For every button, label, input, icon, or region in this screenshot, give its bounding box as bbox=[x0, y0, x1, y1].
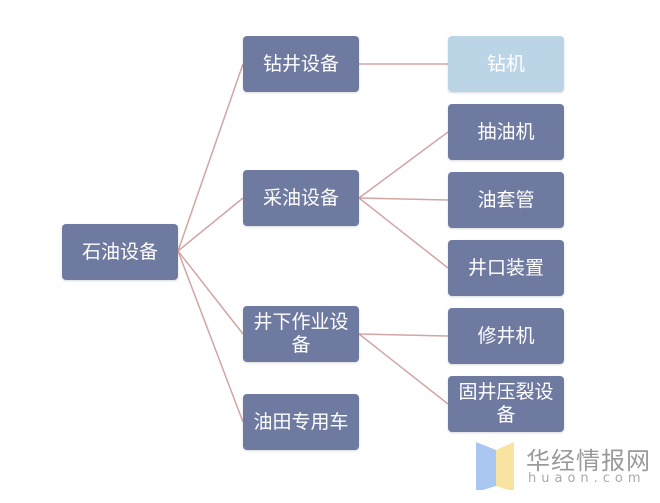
node-label: 石油设备 bbox=[81, 240, 158, 263]
node-label: 井下作业设备 bbox=[253, 311, 349, 356]
connector bbox=[177, 250, 244, 335]
node-wellhead: 井口装置 bbox=[448, 240, 564, 296]
connector bbox=[177, 197, 244, 252]
node-label: 采油设备 bbox=[262, 186, 339, 209]
connector bbox=[358, 197, 449, 269]
node-label: 油田专用车 bbox=[253, 410, 349, 433]
connector bbox=[358, 333, 449, 337]
connector bbox=[358, 197, 449, 201]
node-production: 采油设备 bbox=[243, 170, 359, 226]
node-label: 钻机 bbox=[486, 52, 525, 75]
node-workover-rig: 修井机 bbox=[448, 308, 564, 364]
node-drill-rig: 钻机 bbox=[448, 36, 564, 92]
node-drilling: 钻井设备 bbox=[243, 36, 359, 92]
node-label: 井口装置 bbox=[467, 256, 544, 279]
node-root: 石油设备 bbox=[62, 224, 178, 280]
node-label: 钻井设备 bbox=[262, 52, 339, 75]
node-label: 抽油机 bbox=[477, 120, 535, 143]
node-special-vehicle: 油田专用车 bbox=[243, 394, 359, 450]
node-label: 油套管 bbox=[477, 188, 535, 211]
node-tubing-casing: 油套管 bbox=[448, 172, 564, 228]
watermark-url: huaon.com bbox=[528, 471, 646, 486]
connector bbox=[358, 131, 449, 199]
node-label: 固井压裂设备 bbox=[458, 381, 554, 426]
connector bbox=[177, 250, 244, 423]
watermark-logo-icon bbox=[476, 442, 514, 490]
watermark-name: 华经情报网 bbox=[526, 447, 651, 475]
connector bbox=[358, 333, 449, 405]
node-cementing-fracturing: 固井压裂设备 bbox=[448, 376, 564, 432]
connector bbox=[177, 63, 244, 252]
node-downhole: 井下作业设备 bbox=[243, 306, 359, 362]
node-label: 修井机 bbox=[477, 324, 535, 347]
node-pumping-unit: 抽油机 bbox=[448, 104, 564, 160]
